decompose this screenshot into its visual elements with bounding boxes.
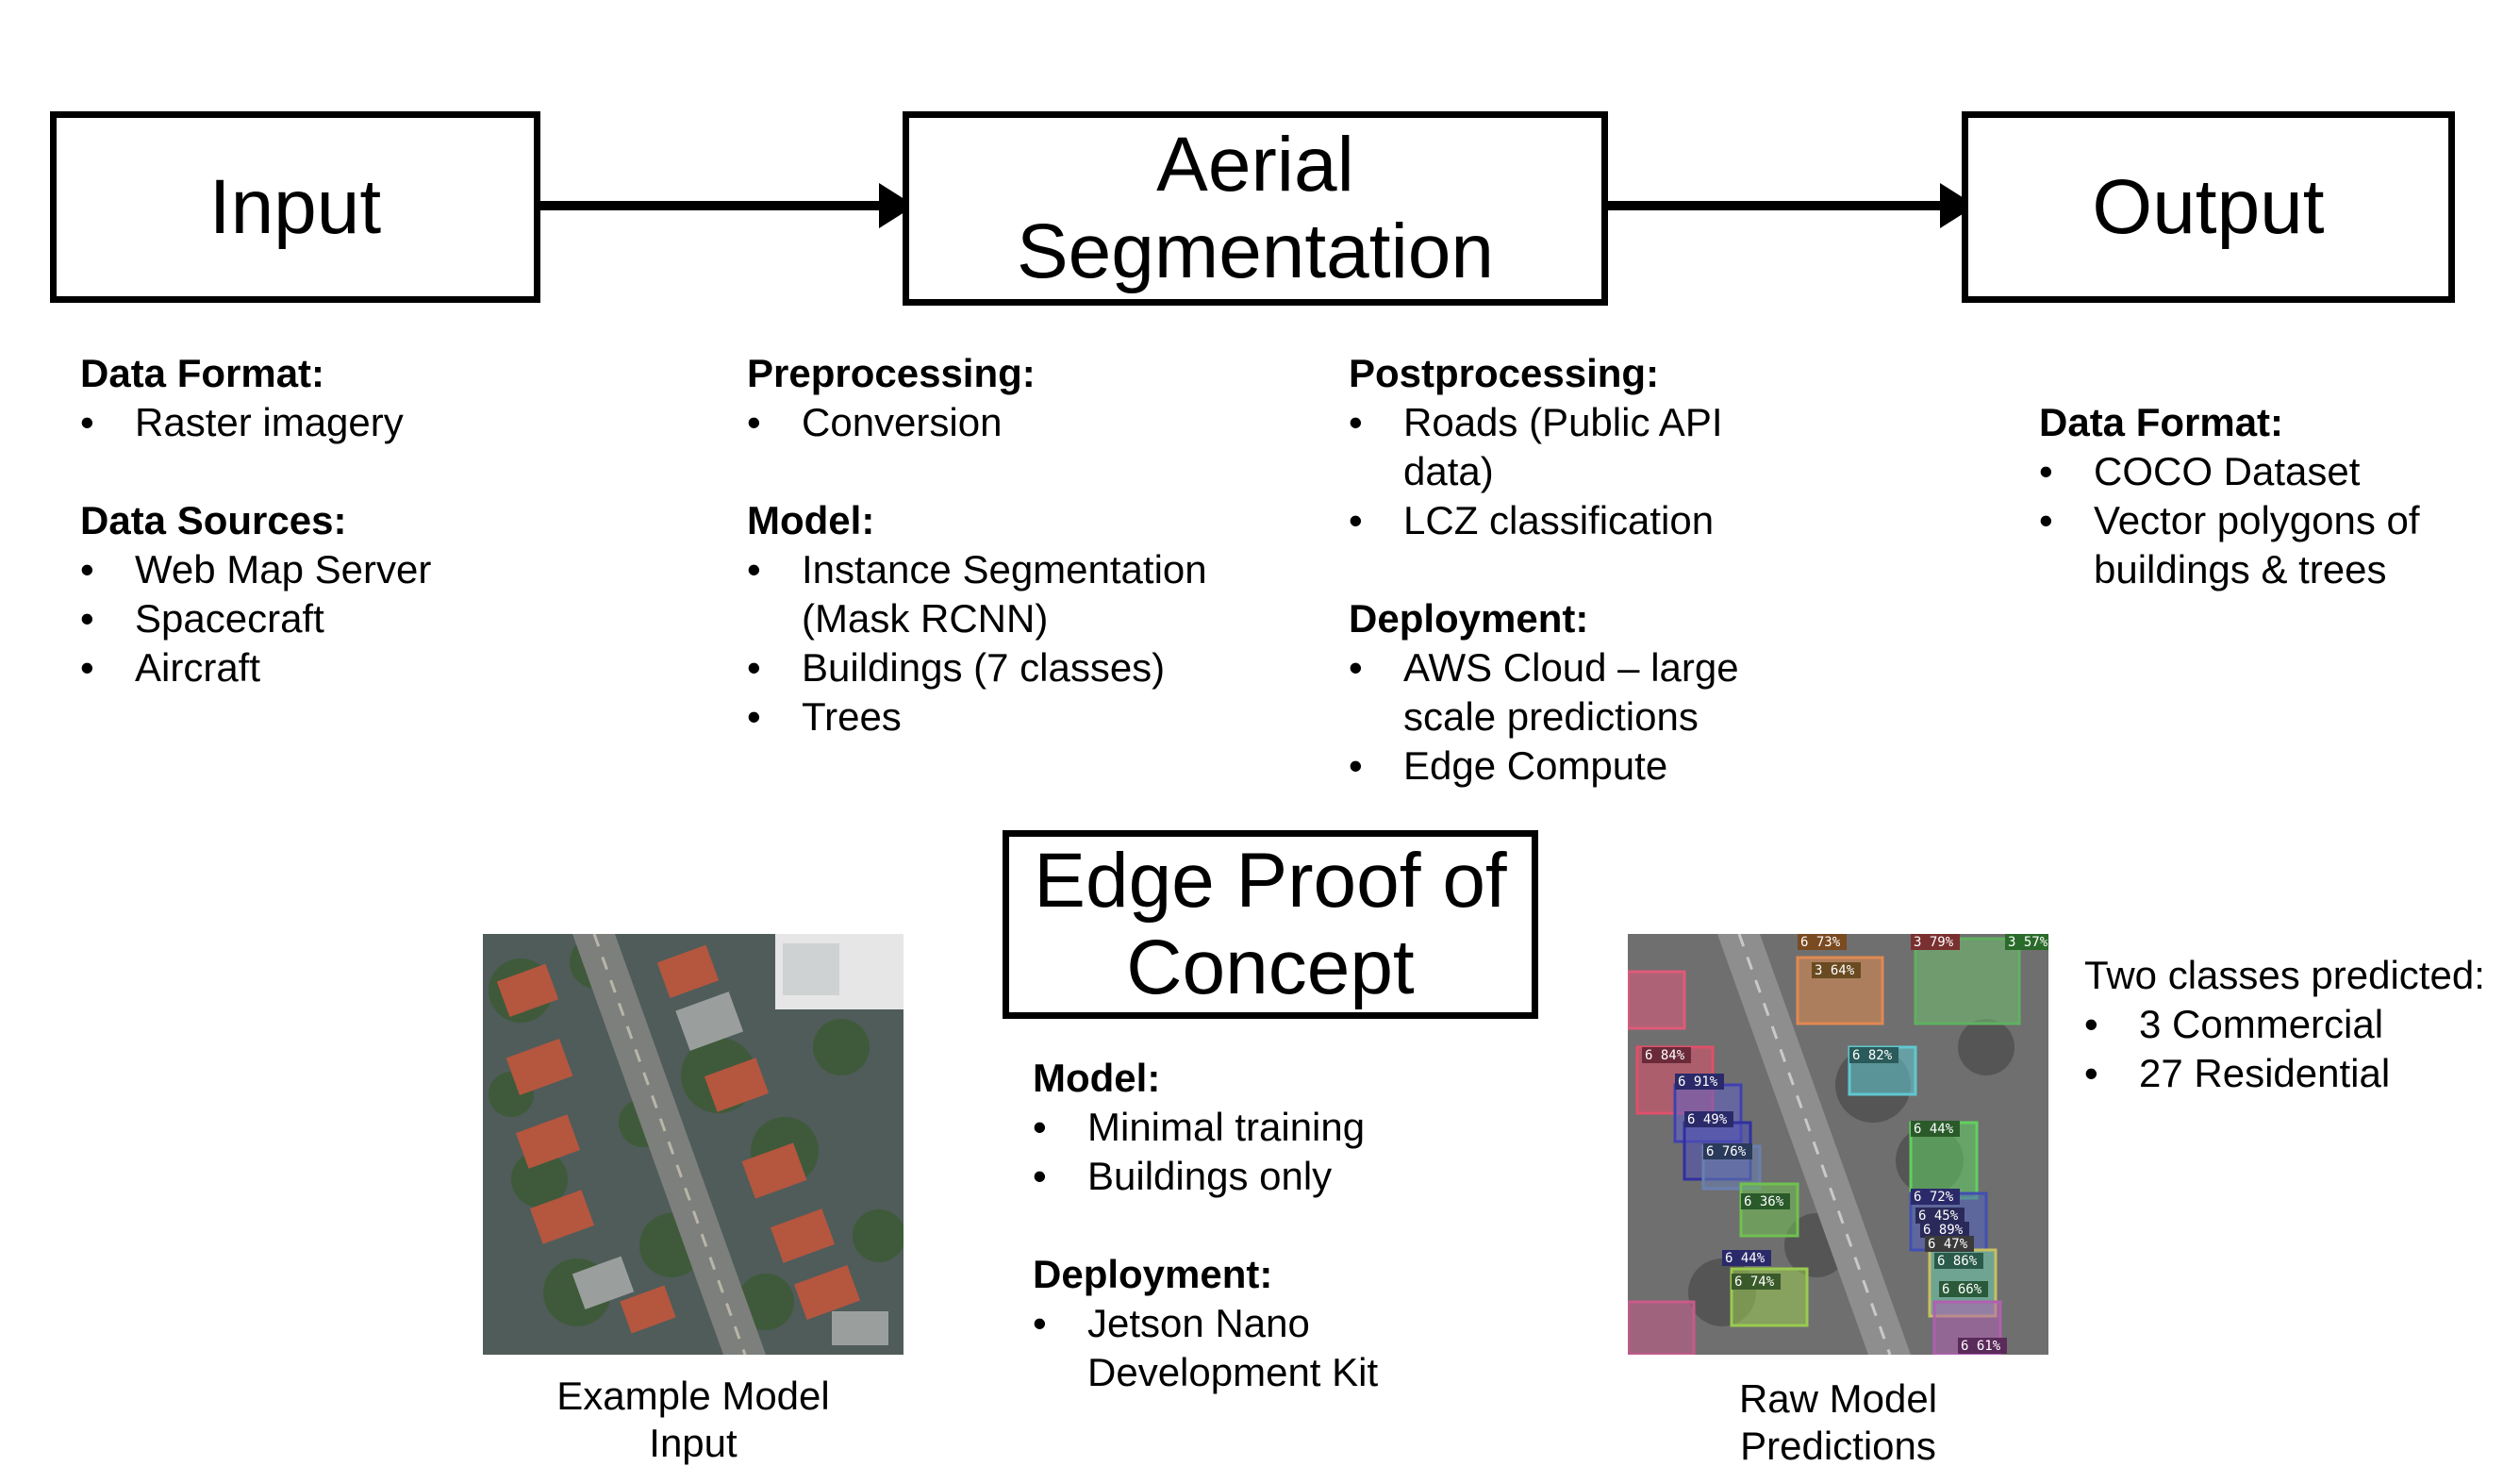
svg-text:6 89%: 6 89% (1923, 1223, 1964, 1238)
data-source-item: Aircraft (80, 643, 665, 692)
classes-predicted: Two classes predicted: 3 Commercial 27 R… (2084, 951, 2513, 1098)
svg-text:3 79%: 3 79% (1914, 935, 1954, 950)
preprocessing-item: Conversion (747, 398, 1332, 447)
model-item: Buildings (7 classes) (747, 643, 1332, 692)
svg-text:6 44%: 6 44% (1725, 1251, 1766, 1266)
edge-box-label-line2: Concept (1126, 925, 1415, 1010)
output-box: Output (1962, 111, 2455, 303)
aerial-segmentation-box: Aerial Segmentation (903, 111, 1608, 306)
output-details: Data Format: COCO Dataset Vector polygon… (2039, 398, 2511, 594)
svg-text:6 36%: 6 36% (1744, 1194, 1784, 1209)
svg-text:6 82%: 6 82% (1852, 1048, 1893, 1063)
model-item: Trees (747, 692, 1332, 742)
svg-text:6 61%: 6 61% (1961, 1339, 2001, 1354)
edge-model-heading: Model: (1033, 1056, 1161, 1100)
edge-deployment-heading: Deployment: (1033, 1252, 1273, 1296)
input-box-label: Input (208, 163, 382, 250)
edge-box-label-line1: Edge Proof of (1034, 838, 1507, 925)
data-source-item: Spacecraft (80, 594, 665, 643)
svg-text:6 84%: 6 84% (1645, 1048, 1685, 1063)
data-sources-heading: Data Sources: (80, 498, 347, 542)
aerial-box-label-line1: Aerial (1156, 122, 1354, 208)
data-source-item: Web Map Server (80, 545, 665, 594)
svg-text:6 66%: 6 66% (1942, 1282, 1982, 1297)
postprocessing-heading: Postprocessing: (1349, 351, 1660, 395)
data-format-item: Raster imagery (80, 398, 665, 447)
model-heading: Model: (747, 498, 875, 542)
svg-text:3 64%: 3 64% (1815, 963, 1855, 978)
svg-text:6 74%: 6 74% (1734, 1275, 1775, 1290)
postprocessing-item: LCZ classification (1349, 496, 1933, 545)
data-format-heading: Data Format: (80, 351, 325, 395)
svg-text:6 73%: 6 73% (1800, 935, 1841, 950)
raw-predictions-image: 6 73% 3 79% 3 57% 3 64% 6 84% 6 91% 6 82… (1628, 934, 2048, 1355)
output-item: COCO Dataset (2039, 447, 2511, 496)
model-item: Instance Segmentation(Mask RCNN) (747, 545, 1332, 643)
class-item: 27 Residential (2084, 1049, 2513, 1098)
edge-model-item: Buildings only (1033, 1152, 1561, 1201)
svg-text:3 57%: 3 57% (2008, 935, 2048, 950)
edge-model-item: Minimal training (1033, 1103, 1561, 1152)
predictions-graphic: 6 73% 3 79% 3 57% 3 64% 6 84% 6 91% 6 82… (1628, 934, 2048, 1355)
deployment-item: Edge Compute (1349, 742, 1933, 791)
svg-text:6 45%: 6 45% (1918, 1208, 1959, 1224)
svg-text:6 86%: 6 86% (1937, 1254, 1978, 1269)
example-input-caption: Example Model Input (556, 1374, 830, 1465)
input-box: Input (50, 111, 540, 303)
class-item: 3 Commercial (2084, 1000, 2513, 1049)
classes-heading: Two classes predicted: (2084, 953, 2485, 997)
svg-text:6 49%: 6 49% (1687, 1112, 1728, 1127)
arrow-segmentation-to-output (1608, 183, 1976, 228)
edge-proof-of-concept-box: Edge Proof of Concept (1003, 830, 1538, 1019)
preprocessing-heading: Preprocessing: (747, 351, 1036, 395)
output-box-label: Output (2092, 163, 2325, 250)
aerial-image-graphic (483, 934, 904, 1355)
deployment-heading: Deployment: (1349, 596, 1589, 641)
svg-text:6 76%: 6 76% (1706, 1144, 1747, 1159)
svg-text:6 91%: 6 91% (1678, 1075, 1718, 1090)
aerial-box-label-line2: Segmentation (1016, 208, 1494, 294)
example-input-image (483, 934, 904, 1355)
edge-details: Model: Minimal training Buildings only D… (1033, 1054, 1561, 1397)
preprocessing-model-details: Preprocessing: Conversion Model: Instanc… (747, 349, 1332, 742)
svg-text:6 47%: 6 47% (1928, 1237, 1968, 1252)
output-data-format-heading: Data Format: (2039, 400, 2284, 444)
arrow-input-to-segmentation (540, 183, 915, 228)
svg-text:6 44%: 6 44% (1914, 1122, 1954, 1137)
raw-predictions-caption: Raw Model Predictions (1738, 1376, 1938, 1468)
svg-text:6 72%: 6 72% (1914, 1190, 1954, 1205)
input-details: Data Format: Raster imagery Data Sources… (80, 349, 665, 692)
